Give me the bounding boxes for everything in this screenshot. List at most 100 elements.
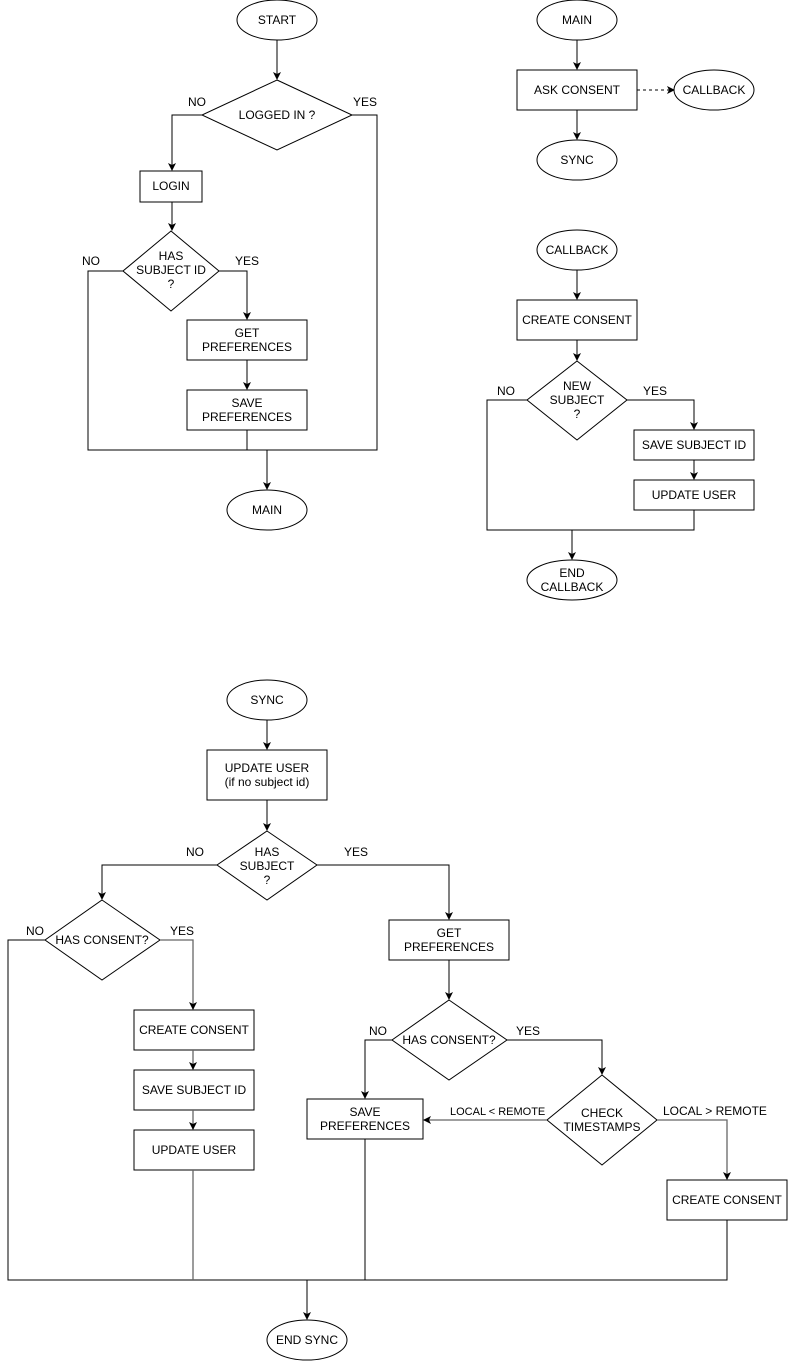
node-new-subject[interactable]: NEW SUBJECT ? bbox=[526, 360, 628, 441]
node-label: PREFERENCES bbox=[404, 940, 494, 954]
edge-left-consent-no bbox=[7, 939, 307, 1281]
node-left-create-consent[interactable]: CREATE CONSENT bbox=[133, 1009, 255, 1051]
node-label: HAS bbox=[159, 249, 184, 263]
node-label: CALLBACK bbox=[683, 83, 746, 97]
node-label: MAIN bbox=[562, 13, 592, 27]
node-sync[interactable]: SYNC bbox=[226, 679, 308, 721]
node-label: PREFERENCES bbox=[320, 1119, 410, 1133]
edge-label-yes: YES bbox=[353, 95, 377, 109]
node-label: CREATE CONSENT bbox=[139, 1023, 249, 1037]
edge-label-no: NO bbox=[497, 384, 515, 398]
node-label: ? bbox=[574, 407, 581, 421]
node-has-subject-id[interactable]: HAS SUBJECT ID ? bbox=[122, 230, 220, 312]
node-label: TIMESTAMPS bbox=[563, 1120, 640, 1134]
node-main-end[interactable]: MAIN bbox=[226, 489, 308, 531]
edge-label-yes: YES bbox=[344, 845, 368, 859]
edge-update-merge bbox=[572, 510, 695, 531]
node-start[interactable]: START bbox=[236, 0, 318, 41]
node-label: SAVE SUBJECT ID bbox=[142, 1083, 247, 1097]
node-label: UPDATE USER bbox=[652, 488, 737, 502]
edge-logged-no bbox=[168, 114, 202, 171]
node-label: SUBJECT ID bbox=[136, 263, 206, 277]
node-right-has-consent[interactable]: HAS CONSENT? bbox=[391, 999, 508, 1081]
node-label: SAVE bbox=[349, 1105, 380, 1119]
node-label: PREFERENCES bbox=[202, 340, 292, 354]
node-label: PREFERENCES bbox=[202, 410, 292, 424]
edge-label-no: NO bbox=[82, 254, 100, 268]
node-label: CHECK bbox=[581, 1106, 623, 1120]
node-check-timestamps[interactable]: CHECK TIMESTAMPS bbox=[546, 1074, 658, 1166]
node-label: SYNC bbox=[560, 153, 594, 167]
flow-sync: SYNC UPDATE USER (if no subject id) HAS … bbox=[7, 679, 788, 1361]
edge-save-merge bbox=[246, 430, 267, 451]
edge-label-yes: YES bbox=[643, 384, 667, 398]
flow-callback: CALLBACK CREATE CONSENT NEW SUBJECT ? NO… bbox=[486, 229, 755, 601]
flow-main: MAIN ASK CONSENT CALLBACK SYNC bbox=[516, 0, 755, 181]
node-label: ? bbox=[264, 873, 271, 887]
node-label: LOGIN bbox=[152, 179, 189, 193]
node-label: SAVE bbox=[231, 396, 262, 410]
node-has-subject[interactable]: HAS SUBJECT ? bbox=[216, 830, 318, 901]
edge-new-no bbox=[486, 399, 572, 531]
node-logged-in[interactable]: LOGGED IN ? bbox=[200, 79, 354, 151]
node-update-user-if[interactable]: UPDATE USER (if no subject id) bbox=[206, 749, 328, 801]
edge-new-yes bbox=[627, 399, 698, 430]
node-label: LOGGED IN ? bbox=[239, 108, 316, 122]
node-save-subject-id[interactable]: SAVE SUBJECT ID bbox=[633, 429, 755, 461]
edge-label-yes: YES bbox=[516, 1024, 540, 1038]
edge-subject-no bbox=[87, 270, 247, 451]
node-save-preferences[interactable]: SAVE PREFERENCES bbox=[306, 1098, 424, 1140]
edge-left-consent-yes bbox=[160, 939, 197, 1010]
edge-label-local-lt-remote: LOCAL < REMOTE bbox=[450, 1106, 545, 1118]
flow-login: START LOGGED IN ? NO YES LOGIN HAS SUBJE… bbox=[82, 0, 378, 531]
node-label: SUBJECT bbox=[240, 859, 295, 873]
node-label: HAS bbox=[255, 845, 280, 859]
node-login[interactable]: LOGIN bbox=[139, 170, 203, 203]
node-end-callback[interactable]: END CALLBACK bbox=[526, 559, 618, 601]
node-label: SUBJECT bbox=[550, 393, 605, 407]
node-label: SYNC bbox=[250, 693, 284, 707]
node-callback-ref[interactable]: CALLBACK bbox=[673, 69, 755, 111]
node-label: MAIN bbox=[252, 503, 282, 517]
node-label: NEW bbox=[563, 379, 592, 393]
node-label: ASK CONSENT bbox=[534, 83, 621, 97]
node-get-preferences[interactable]: GET PREFERENCES bbox=[388, 919, 510, 961]
node-sync-ref[interactable]: SYNC bbox=[536, 139, 618, 181]
node-label: UPDATE USER bbox=[152, 1143, 237, 1157]
edge-subject-no bbox=[98, 864, 217, 900]
edge-local-gt-remote bbox=[657, 1119, 731, 1180]
node-label: SAVE SUBJECT ID bbox=[642, 438, 747, 452]
node-end-sync[interactable]: END SYNC bbox=[266, 1319, 348, 1361]
node-create-consent[interactable]: CREATE CONSENT bbox=[516, 299, 638, 341]
edge-right-consent-yes bbox=[507, 1039, 606, 1075]
edge-label-no: NO bbox=[188, 95, 206, 109]
node-main[interactable]: MAIN bbox=[536, 0, 618, 41]
node-left-save-subject-id[interactable]: SAVE SUBJECT ID bbox=[133, 1069, 255, 1111]
node-label: CALLBACK bbox=[541, 580, 604, 594]
edge-label-no: NO bbox=[369, 1024, 387, 1038]
node-update-user[interactable]: UPDATE USER bbox=[633, 479, 755, 511]
node-label: END bbox=[559, 566, 585, 580]
node-label: CREATE CONSENT bbox=[522, 313, 632, 327]
edge-label-local-gt-remote: LOCAL > REMOTE bbox=[663, 1104, 767, 1118]
node-label: GET bbox=[235, 326, 260, 340]
edge-label-yes: YES bbox=[235, 254, 259, 268]
node-get-preferences[interactable]: GET PREFERENCES bbox=[186, 319, 308, 361]
edge-label-no: NO bbox=[26, 924, 44, 938]
edge-logged-yes bbox=[267, 114, 378, 451]
node-label: END SYNC bbox=[276, 1333, 338, 1347]
node-save-preferences[interactable]: SAVE PREFERENCES bbox=[186, 389, 308, 431]
node-label: (if no subject id) bbox=[225, 775, 310, 789]
edge-create-merge bbox=[307, 1220, 728, 1281]
node-label: UPDATE USER bbox=[225, 761, 310, 775]
edge-subject-yes bbox=[219, 270, 251, 320]
node-left-update-user[interactable]: UPDATE USER bbox=[133, 1129, 255, 1171]
edge-label-yes: YES bbox=[170, 924, 194, 938]
node-right-create-consent[interactable]: CREATE CONSENT bbox=[666, 1179, 788, 1221]
node-ask-consent[interactable]: ASK CONSENT bbox=[516, 69, 638, 111]
node-label: ? bbox=[168, 277, 175, 291]
node-callback[interactable]: CALLBACK bbox=[536, 229, 618, 271]
edge-subject-yes bbox=[317, 864, 453, 920]
node-left-has-consent[interactable]: HAS CONSENT? bbox=[44, 899, 161, 981]
